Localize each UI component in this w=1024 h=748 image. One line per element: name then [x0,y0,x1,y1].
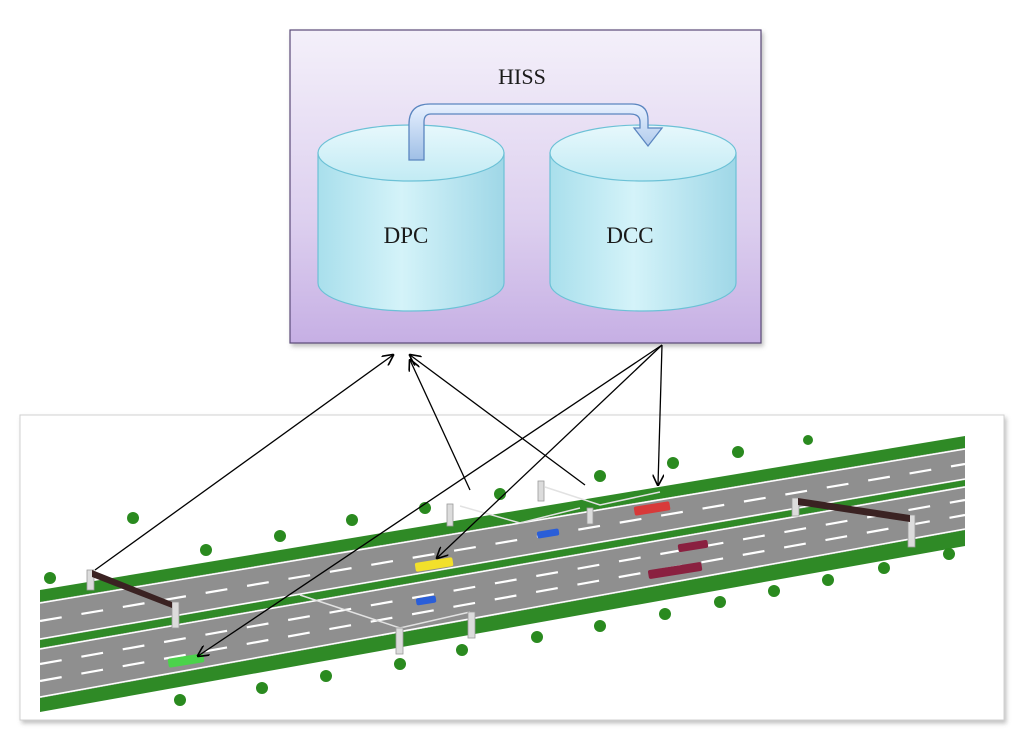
hiss-panel: HISS DPC DCC [289,29,762,344]
dcc-label: DCC [606,223,653,248]
vehicles [167,501,709,668]
road-far [40,448,965,640]
uplink-gantry-mid [410,360,471,491]
grass-outer-far [40,436,965,602]
dcc-cylinder: DCC [549,124,737,312]
trees [44,435,955,706]
downlink-red-vehicle [658,344,662,485]
dpc-label: DPC [384,223,429,248]
uplink-gantry-right [410,355,586,486]
vehicle-blue-1 [536,528,560,539]
vehicle-maroon-1 [677,539,709,553]
vehicle-blue-2 [415,595,437,606]
vehicle-green [167,653,205,668]
vehicle-yellow [414,557,454,572]
grass-outer-near [40,530,965,712]
downlink-green-vehicle [198,344,663,656]
hiss-title: HISS [498,64,546,89]
communication-arrows [94,344,663,656]
road-near [40,486,965,698]
gantry-poles [86,480,916,655]
uplink-gantry-left [94,355,393,571]
vms-boards [92,498,910,608]
transfer-arrow [408,103,664,161]
vehicle-maroon-2 [647,562,703,579]
downlink-yellow-vehicle [437,344,663,558]
vehicle-red [633,501,671,516]
lane-markings [39,462,966,683]
highway-scene [19,414,1005,721]
dpc-cylinder: DPC [317,124,505,312]
median-strip [40,480,965,648]
